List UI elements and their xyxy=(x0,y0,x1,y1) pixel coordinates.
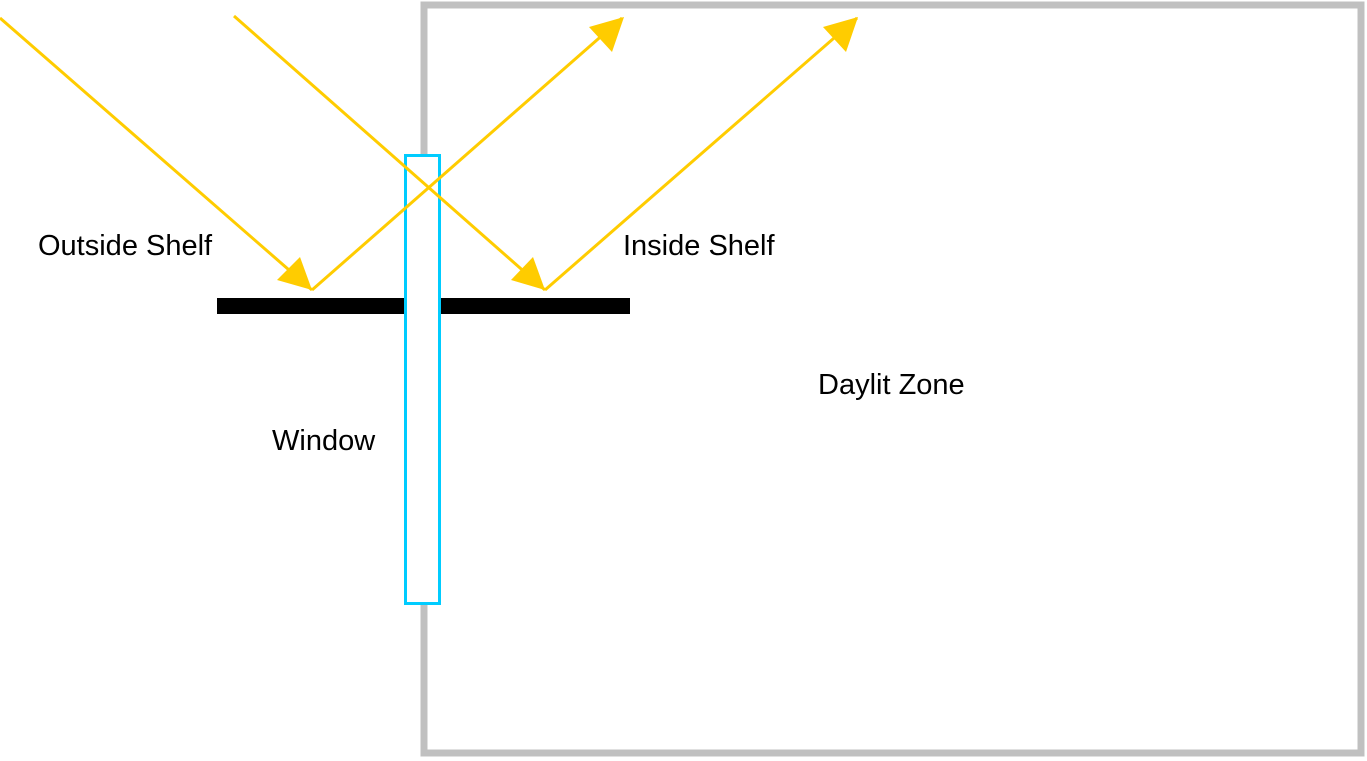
incident-ray-inside xyxy=(233,14,546,292)
arrowhead xyxy=(511,257,545,290)
reflected-ray-outside xyxy=(311,16,623,292)
room-wall xyxy=(420,1,1365,757)
label-window: Window xyxy=(272,425,376,457)
label-inside-shelf: Inside Shelf xyxy=(623,230,775,262)
arrowhead xyxy=(823,17,858,52)
window xyxy=(404,154,441,605)
arrowhead xyxy=(277,257,312,290)
arrowheads xyxy=(277,17,858,290)
light-rays xyxy=(0,14,858,292)
reflected-ray-inside xyxy=(544,16,858,292)
label-daylit-zone: Daylit Zone xyxy=(818,369,965,401)
incident-ray-outside xyxy=(0,16,313,292)
label-outside-shelf: Outside Shelf xyxy=(38,230,213,262)
arrowhead xyxy=(589,17,624,52)
